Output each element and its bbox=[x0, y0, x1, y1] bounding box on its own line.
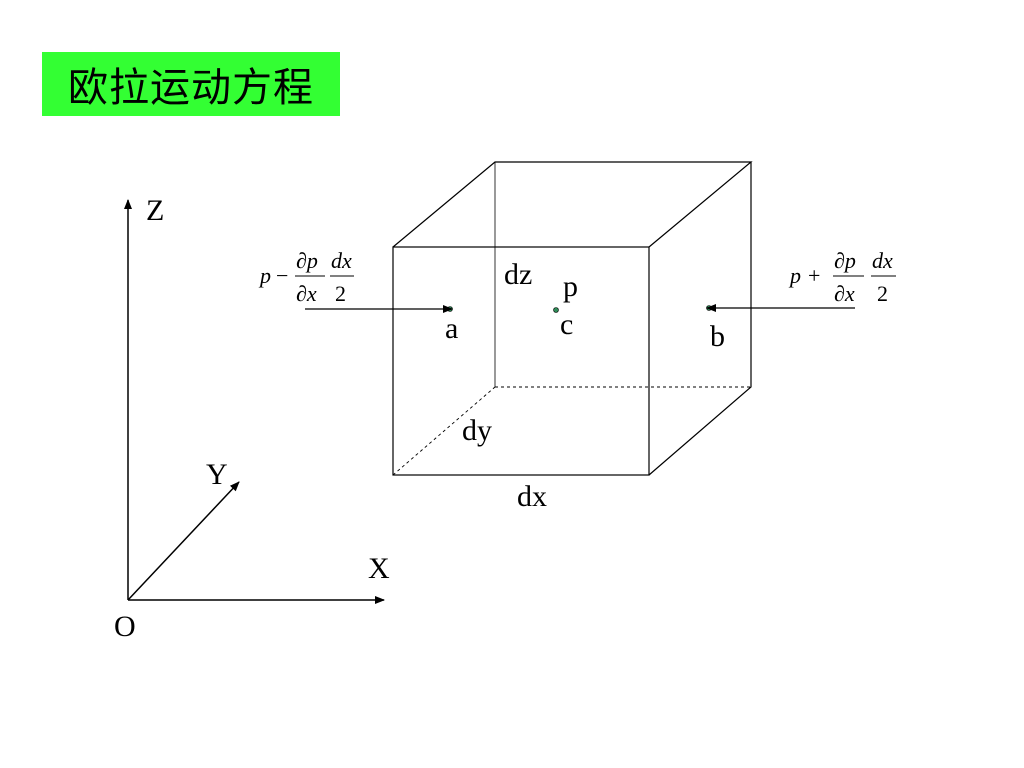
y-axis-label: Y bbox=[206, 458, 228, 491]
formula-left-numerator-2: dx bbox=[331, 248, 352, 273]
y-axis bbox=[127, 481, 240, 601]
point-a-label: a bbox=[445, 312, 458, 345]
origin-label: O bbox=[114, 610, 136, 643]
dz-label: dz bbox=[504, 258, 532, 291]
slide-title: 欧拉运动方程 bbox=[42, 52, 340, 116]
formula-left-numerator-1: ∂p bbox=[296, 248, 318, 273]
cube-right-face bbox=[648, 162, 752, 476]
fluid-element-cube bbox=[392, 161, 753, 476]
point-c-marker bbox=[553, 307, 559, 313]
point-b-label: b bbox=[710, 320, 725, 353]
x-axis-label: X bbox=[368, 552, 390, 585]
dy-label: dy bbox=[462, 414, 492, 447]
formula-right-denominator-2: 2 bbox=[877, 281, 888, 306]
formula-right-operator: + bbox=[808, 263, 820, 288]
slide-title-text: 欧拉运动方程 bbox=[68, 65, 314, 111]
formula-left-operator: − bbox=[276, 263, 288, 288]
dx-label: dx bbox=[517, 480, 547, 513]
formula-right-denominator-1: ∂x bbox=[834, 281, 855, 306]
point-c-label: c bbox=[560, 308, 573, 341]
formula-right: p + ∂p ∂x dx 2 bbox=[788, 248, 896, 306]
formula-right-numerator-2: dx bbox=[872, 248, 893, 273]
formula-right-p: p bbox=[788, 263, 801, 288]
z-axis-label: Z bbox=[146, 194, 164, 227]
formula-left-p: p bbox=[258, 263, 271, 288]
coordinate-axes: Z Y X O bbox=[114, 194, 390, 643]
formula-right-numerator-1: ∂p bbox=[834, 248, 856, 273]
formula-left-denominator-2: 2 bbox=[335, 281, 346, 306]
formula-left-denominator-1: ∂x bbox=[296, 281, 317, 306]
cube-hidden-depth-edge bbox=[392, 386, 496, 476]
formula-left: p − ∂p ∂x dx 2 bbox=[258, 248, 354, 306]
point-p-label: p bbox=[563, 270, 578, 303]
cube-front-face bbox=[392, 246, 650, 476]
cube-top-face bbox=[392, 161, 753, 248]
